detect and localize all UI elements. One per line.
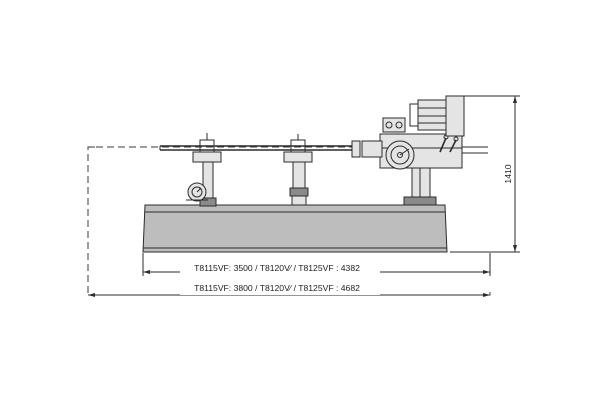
control-panel — [382, 117, 406, 133]
gauge-dial-icon — [186, 182, 208, 202]
travel-envelope-outline — [87, 146, 491, 296]
height-dimension — [450, 95, 520, 253]
left-support-stand — [186, 133, 222, 207]
machine-base — [142, 204, 448, 253]
boring-head-assembly — [361, 95, 488, 206]
length-outer-label: T8115VF: 3800 / T8120V⁄ / T8125VF : 4682 — [194, 283, 360, 293]
height-label: 1410 — [503, 164, 513, 183]
boring-bar — [159, 140, 361, 158]
motor — [409, 95, 465, 137]
middle-support-stand — [283, 134, 313, 206]
handwheel-icon — [385, 140, 415, 170]
length-inner-label: T8115VF: 3500 / T8120V⁄ / T8125VF : 4382 — [194, 263, 360, 273]
